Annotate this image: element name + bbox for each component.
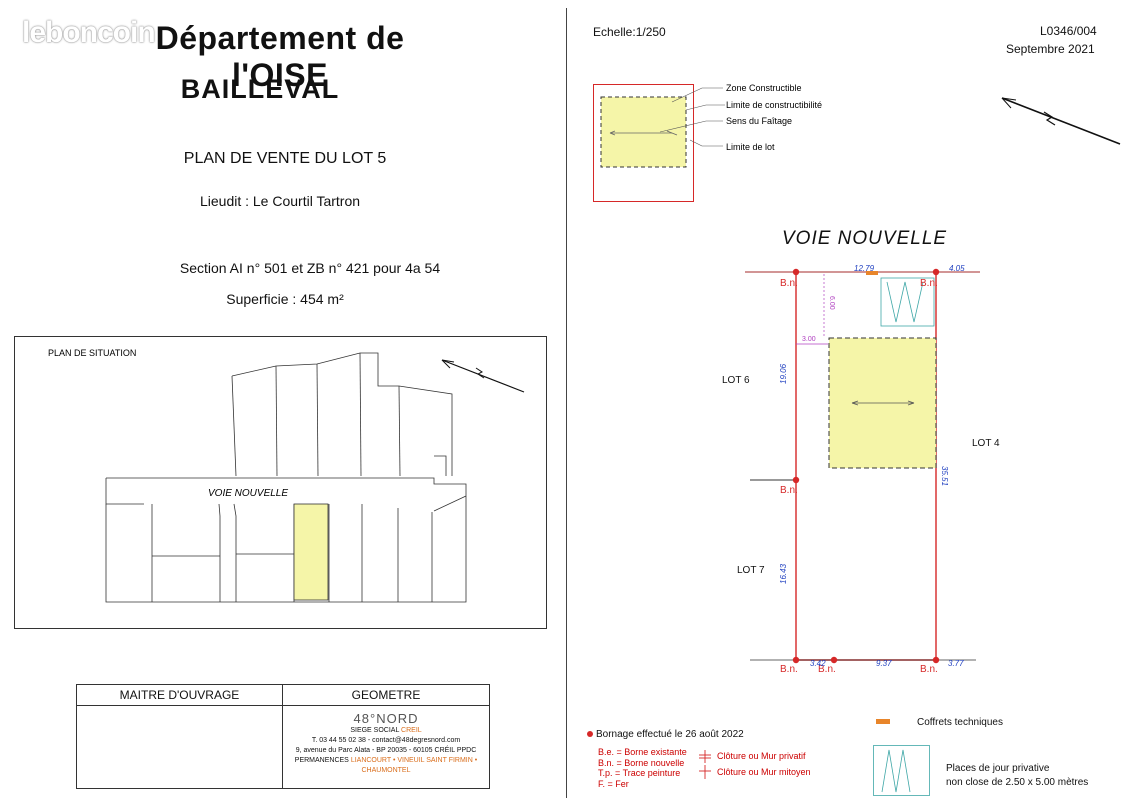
dim-setback: 6.00 [828, 296, 835, 310]
geometre-block: 48°NORD SIEGE SOCIAL CREIL T. 03 44 55 0… [283, 706, 489, 776]
legend-cloture-priv: Clôture ou Mur privatif [717, 751, 806, 761]
dim-side-offset: 3.00 [802, 336, 816, 343]
legend-zone: Zone Constructible [726, 83, 802, 93]
legend-limite-lot: Limite de lot [726, 142, 775, 152]
bn-label-4: B.n. [780, 664, 798, 675]
dim-left-upper: 19.06 [779, 363, 788, 384]
coffret-marker [866, 271, 878, 275]
legend-faitage: Sens du Faîtage [726, 116, 792, 126]
date-label: Septembre 2021 [1006, 42, 1095, 56]
table-divider [282, 685, 283, 788]
plan-title: PLAN DE VENTE DU LOT 5 [183, 150, 387, 167]
situation-title: PLAN DE SITUATION [48, 348, 136, 358]
permanences-label: PERMANENCES [294, 757, 349, 764]
geometre-header: GEOMETRE [283, 685, 489, 706]
legend-be: B.e. = Borne existante [598, 747, 687, 757]
siege-label: SIEGE SOCIAL [350, 727, 400, 734]
boundary-markers [792, 268, 940, 664]
dim-bottom-right: 3.77 [948, 659, 964, 668]
lot7-label: LOT 7 [737, 565, 765, 576]
sheet-divider [566, 8, 567, 798]
legend-tp: T.p. = Trace peinture [598, 768, 681, 778]
dim-bottom-left: 3.42 [810, 659, 826, 668]
legend-places-2: non close de 2.50 x 5.00 mètres [946, 777, 1089, 788]
siege-line: SIEGE SOCIAL CREIL [283, 726, 489, 736]
siege-city: CREIL [401, 727, 422, 734]
scale-label: Echelle:1/250 [593, 25, 666, 39]
dim-left-lower: 16.43 [779, 563, 788, 584]
dim-bottom-mid: 9.37 [876, 659, 892, 668]
bn-label-1: B.n. [780, 278, 798, 289]
bn-label-5: B.n. [818, 664, 836, 675]
permanences-line: PERMANENCES LIANCOURT • VINEUIL SAINT FI… [283, 756, 489, 776]
north-arrow-icon [441, 359, 525, 393]
lieudit: Lieudit : Le Courtil Tartron [199, 193, 361, 209]
lot5-highlight [293, 503, 329, 601]
cloture-icons [699, 750, 711, 779]
situation-road-label: VOIE NOUVELLE [208, 488, 288, 499]
lot4-label: LOT 4 [972, 438, 1000, 449]
maitre-ouvrage-header: MAITRE D'OUVRAGE [77, 685, 282, 706]
bn-label-3: B.n. [780, 485, 798, 496]
borne-abbreviations: B.e. = Borne existante B.n. = Borne nouv… [598, 747, 687, 789]
dim-top-right: 4.05 [949, 264, 965, 273]
address-line: 9, avenue du Parc Alata - BP 20035 - 601… [295, 747, 477, 754]
commune-title: BAILLEVAL [180, 74, 340, 104]
reference-label: L0346/004 [1040, 24, 1097, 38]
parking-space [880, 277, 935, 327]
parking-legend-icon [873, 745, 930, 796]
department-title: Département de l'OISE [155, 20, 405, 93]
lot-plan: 6.00 3.00 B.n. B.n. B.n. B.n. B.n. B.n. … [745, 264, 980, 675]
dim-right-side: 35.51 [940, 466, 949, 486]
coffret-icon [876, 719, 890, 724]
legend-places-1: Places de jour privative [946, 763, 1050, 774]
watermark: leboncoin [22, 16, 156, 49]
company-logo: 48°NORD [353, 711, 419, 726]
legend-diagram: Zone Constructible Limite de constructib… [593, 83, 822, 202]
superficie: Superficie : 454 m² [226, 291, 344, 307]
bn-label-6: B.n. [920, 664, 938, 675]
parking-legend-text: Places de jour privative non close de 2.… [946, 762, 1088, 790]
permanences-cities: LIANCOURT • VINEUIL SAINT FIRMIN • CHAUM… [350, 757, 478, 774]
contact-line: T. 03 44 55 02 38 - contact@48degresnord… [311, 737, 461, 744]
legend-limite-constr: Limite de constructibilité [726, 100, 822, 110]
upper-parcels [231, 352, 453, 477]
legend-cloture-mit: Clôture ou Mur mitoyen [717, 767, 811, 777]
bn-label-2: B.n. [920, 278, 938, 289]
lot6-label: LOT 6 [722, 375, 750, 386]
bornage-dot-icon [587, 731, 593, 737]
legend-f: F. = Fer [598, 778, 629, 789]
legend-coffrets: Coffrets techniques [917, 717, 1003, 728]
bornage-text: Bornage effectué le 26 août 2022 [596, 729, 744, 740]
legend-bn: B.n. = Borne nouvelle [598, 757, 685, 768]
situation-plan: PLAN DE SITUATION VOIE NOUVELLE [14, 336, 547, 629]
road-label: VOIE NOUVELLE [782, 228, 948, 249]
dim-top-front: 12.79 [854, 264, 875, 273]
title-block-table: MAITRE D'OUVRAGE GEOMETRE 48°NORD SIEGE … [76, 684, 490, 789]
north-arrow-right-icon [1001, 97, 1121, 145]
cadastral-section: Section AI n° 501 et ZB n° 421 pour 4a 5… [179, 260, 441, 276]
